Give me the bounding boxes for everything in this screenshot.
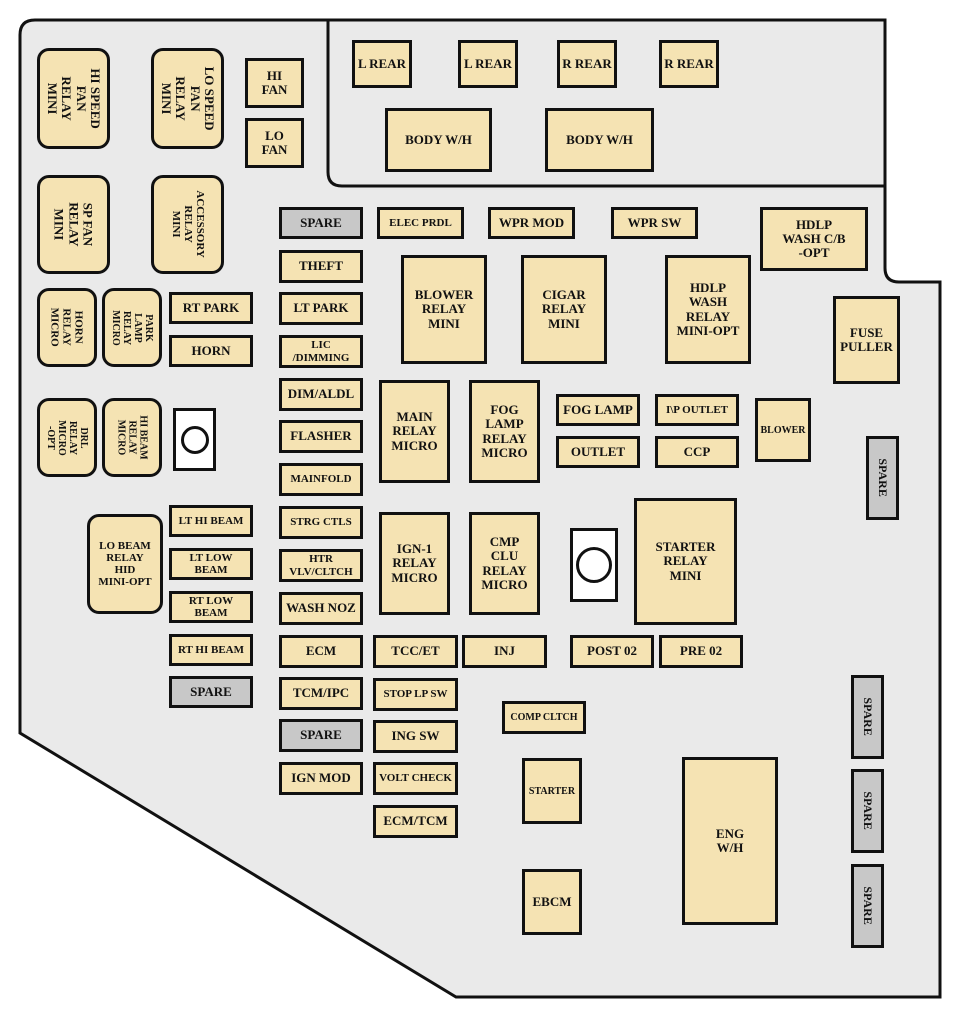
spare-fuse-left[interactable]: SPARE bbox=[169, 676, 253, 708]
lt-low-beam-fuse[interactable]: LT LOW BEAM bbox=[169, 548, 253, 580]
hi-fan-fuse[interactable]: HI FAN bbox=[245, 58, 304, 108]
htr-vlv-cltch-fuse[interactable]: HTR VLV/CLTCH bbox=[279, 549, 363, 582]
spare-fuse-right-2[interactable]: SPARE bbox=[851, 675, 884, 759]
spare-fuse-right-3[interactable]: SPARE bbox=[851, 769, 884, 853]
lo-beam-relay[interactable]: LO BEAM RELAY HID MINI-OPT bbox=[87, 514, 163, 614]
park-lamp-relay[interactable]: PARK LAMP RELAY MICRO bbox=[102, 288, 162, 367]
hi-speed-fan-relay[interactable]: HI SPEED FAN RELAY MINI bbox=[37, 48, 110, 149]
body-wh-2[interactable]: BODY W/H bbox=[545, 108, 654, 172]
lo-fan-fuse[interactable]: LO FAN bbox=[245, 118, 304, 168]
wpr-sw-fuse[interactable]: WPR SW bbox=[611, 207, 698, 239]
spare-fuse-mid[interactable]: SPARE bbox=[279, 719, 363, 752]
fog-lamp-fuse[interactable]: FOG LAMP bbox=[556, 394, 640, 426]
cmp-clu-relay[interactable]: CMP CLU RELAY MICRO bbox=[469, 512, 540, 615]
spare-fuse-top[interactable]: SPARE bbox=[279, 207, 363, 239]
sp-fan-relay[interactable]: SP FAN RELAY MINI bbox=[37, 175, 110, 274]
mounting-hole-left bbox=[173, 408, 216, 471]
mainfold-fuse[interactable]: MAINFOLD bbox=[279, 463, 363, 496]
volt-check-fuse[interactable]: VOLT CHECK bbox=[373, 762, 458, 795]
cigar-relay[interactable]: CIGAR RELAY MINI bbox=[521, 255, 607, 364]
lt-park-fuse[interactable]: LT PARK bbox=[279, 292, 363, 325]
inj-fuse[interactable]: INJ bbox=[462, 635, 547, 668]
tcm-ipc-fuse[interactable]: TCM/IPC bbox=[279, 677, 363, 710]
mounting-hole-center bbox=[570, 528, 618, 602]
outlet-fuse[interactable]: OUTLET bbox=[556, 436, 640, 468]
rt-park-fuse[interactable]: RT PARK bbox=[169, 292, 253, 324]
starter-fuse[interactable]: STARTER bbox=[522, 758, 582, 824]
ing-sw-fuse[interactable]: ING SW bbox=[373, 720, 458, 753]
blower-fuse[interactable]: BLOWER bbox=[755, 398, 811, 462]
ecm-fuse[interactable]: ECM bbox=[279, 635, 363, 668]
horn-fuse[interactable]: HORN bbox=[169, 335, 253, 367]
lt-hi-beam-fuse[interactable]: LT HI BEAM bbox=[169, 505, 253, 537]
strg-ctls-fuse[interactable]: STRG CTLS bbox=[279, 506, 363, 539]
stop-lp-sw-fuse[interactable]: STOP LP SW bbox=[373, 678, 458, 711]
wpr-mod-fuse[interactable]: WPR MOD bbox=[488, 207, 575, 239]
pre-02-fuse[interactable]: PRE 02 bbox=[659, 635, 743, 668]
hdlp-wash-cb[interactable]: HDLP WASH C/B -OPT bbox=[760, 207, 868, 271]
dim-aldl-fuse[interactable]: DIM/ALDL bbox=[279, 378, 363, 411]
r-rear-fuse-2[interactable]: R REAR bbox=[659, 40, 719, 88]
l-rear-fuse-1[interactable]: L REAR bbox=[352, 40, 412, 88]
comp-cltch-fuse[interactable]: COMP CLTCH bbox=[502, 701, 586, 734]
starter-relay[interactable]: STARTER RELAY MINI bbox=[634, 498, 737, 625]
eng-wh[interactable]: ENG W/H bbox=[682, 757, 778, 925]
fuse-puller[interactable]: FUSE PULLER bbox=[833, 296, 900, 384]
wash-noz-fuse[interactable]: WASH NOZ bbox=[279, 592, 363, 625]
bolt-circle bbox=[576, 547, 612, 583]
rt-hi-beam-fuse[interactable]: RT HI BEAM bbox=[169, 634, 253, 666]
drl-relay[interactable]: DRL RELAY MICRO -OPT bbox=[37, 398, 97, 477]
bolt-circle bbox=[180, 425, 209, 454]
ign-mod-fuse[interactable]: IGN MOD bbox=[279, 762, 363, 795]
ip-outlet-fuse[interactable]: I\P OUTLET bbox=[655, 394, 739, 426]
l-rear-fuse-2[interactable]: L REAR bbox=[458, 40, 518, 88]
lic-dimming-fuse[interactable]: LIC /DIMMING bbox=[279, 335, 363, 368]
r-rear-fuse-1[interactable]: R REAR bbox=[557, 40, 617, 88]
fog-lamp-relay[interactable]: FOG LAMP RELAY MICRO bbox=[469, 380, 540, 483]
elec-prdl-fuse[interactable]: ELEC PRDL bbox=[377, 207, 464, 239]
flasher-fuse[interactable]: FLASHER bbox=[279, 420, 363, 453]
tcc-et-fuse[interactable]: TCC/ET bbox=[373, 635, 458, 668]
main-relay[interactable]: MAIN RELAY MICRO bbox=[379, 380, 450, 483]
lo-speed-fan-relay[interactable]: LO SPEED FAN RELAY MINI bbox=[151, 48, 224, 149]
spare-fuse-right-1[interactable]: SPARE bbox=[866, 436, 899, 520]
rt-low-beam-fuse[interactable]: RT LOW BEAM bbox=[169, 591, 253, 623]
accessory-relay[interactable]: ACCESSORY RELAY MINI bbox=[151, 175, 224, 274]
ecm-tcm-fuse[interactable]: ECM/TCM bbox=[373, 805, 458, 838]
spare-fuse-right-4[interactable]: SPARE bbox=[851, 864, 884, 948]
hdlp-wash-relay[interactable]: HDLP WASH RELAY MINI-OPT bbox=[665, 255, 751, 364]
ccp-fuse[interactable]: CCP bbox=[655, 436, 739, 468]
theft-fuse[interactable]: THEFT bbox=[279, 250, 363, 283]
ebcm-fuse[interactable]: EBCM bbox=[522, 869, 582, 935]
hi-beam-relay[interactable]: HI BEAM RELAY MICRO bbox=[102, 398, 162, 477]
body-wh-1[interactable]: BODY W/H bbox=[385, 108, 492, 172]
blower-relay[interactable]: BLOWER RELAY MINI bbox=[401, 255, 487, 364]
ign1-relay[interactable]: IGN-1 RELAY MICRO bbox=[379, 512, 450, 615]
horn-relay[interactable]: HORN RELAY MICRO bbox=[37, 288, 97, 367]
post-02-fuse[interactable]: POST 02 bbox=[570, 635, 654, 668]
